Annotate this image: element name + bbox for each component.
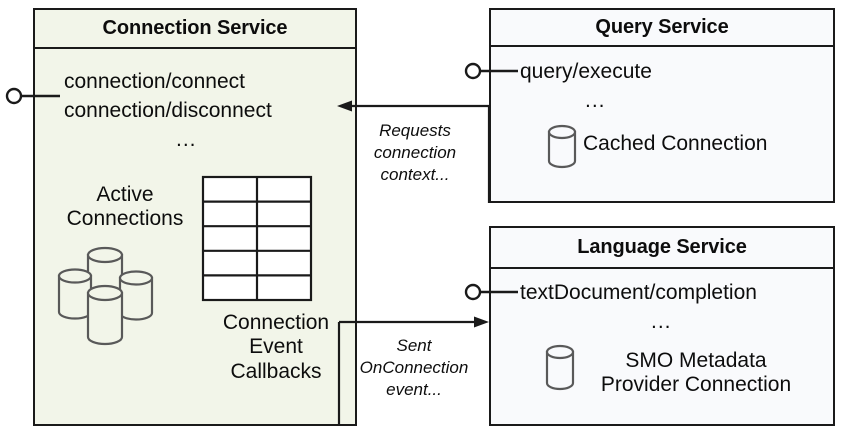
edge1-label-line1: Requests <box>379 121 451 140</box>
edge-connection-to-language-label: Sent OnConnection event... <box>345 335 483 400</box>
query-service-body: query/execute ... Cached Connection <box>491 47 833 201</box>
smo-metadata-provider-label: SMO Metadata Provider Connection <box>571 349 821 398</box>
query-service-title: Query Service <box>595 16 729 38</box>
connection-event-callbacks-label: Connection Event Callbacks <box>196 311 356 384</box>
language-service-title: Language Service <box>577 236 747 258</box>
edge2-label-line2: OnConnection <box>359 357 469 377</box>
edge1-label-line2: connection <box>373 142 457 162</box>
connection-service-op-disconnect[interactable]: connection/disconnect <box>64 99 272 122</box>
cached-connection-label: Cached Connection <box>583 132 768 155</box>
active-connections-label-line1: Active <box>96 183 154 206</box>
smo-label-line1: SMO Metadata <box>625 349 767 372</box>
callbacks-label-line2: Event <box>249 335 303 359</box>
connection-service-title: Connection Service <box>102 17 288 39</box>
edge2-label-line1: Sent <box>396 336 432 355</box>
query-service-title-bar: Query Service <box>491 10 833 47</box>
smo-label-line2: Provider Connection <box>600 373 792 397</box>
connection-service-box[interactable]: Connection Service connection/connect co… <box>33 8 357 426</box>
active-connections-label: Active Connections <box>45 183 205 232</box>
connection-service-ellipsis: ... <box>176 128 197 151</box>
active-connections-label-line2: Connections <box>66 207 184 231</box>
language-service-body: textDocument/completion ... SMO Metadata… <box>491 269 833 424</box>
connection-service-title-bar: Connection Service <box>35 10 355 49</box>
query-service-ellipsis: ... <box>585 89 606 112</box>
edge1-label-line3: context... <box>380 164 450 184</box>
callbacks-label-line3: Callbacks <box>230 359 322 383</box>
query-service-op-execute[interactable]: query/execute <box>520 60 652 83</box>
language-service-op-completion[interactable]: textDocument/completion <box>520 281 757 304</box>
connection-service-op-connect[interactable]: connection/connect <box>64 70 245 93</box>
query-service-box[interactable]: Query Service query/execute ... Cached C… <box>489 8 835 203</box>
edge2-label-line3: event... <box>386 379 442 399</box>
language-service-title-bar: Language Service <box>491 228 833 269</box>
language-service-box[interactable]: Language Service textDocument/completion… <box>489 226 835 426</box>
callbacks-label-line1: Connection <box>222 311 330 334</box>
edge-query-to-connection-label: Requests connection context... <box>350 120 480 185</box>
language-service-ellipsis: ... <box>651 310 672 333</box>
connection-service-body: connection/connect connection/disconnect… <box>35 49 355 424</box>
